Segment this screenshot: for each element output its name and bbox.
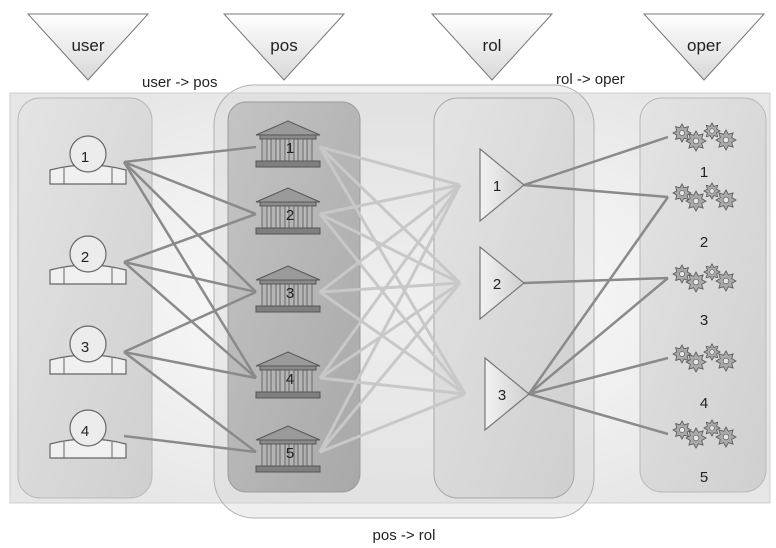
user-node: 4 bbox=[49, 409, 127, 459]
relation-user-pos-label: user -> pos bbox=[142, 74, 217, 91]
edge-pos-rol bbox=[318, 213, 467, 395]
edge-pos-rol bbox=[319, 183, 461, 216]
edge-pos-rol bbox=[319, 290, 466, 396]
header-rol: rol bbox=[430, 13, 554, 81]
nodes-layer: 1 2 3 4 1 2 3 4 5 1 2 3 1 2 3 4 5 bbox=[49, 120, 737, 486]
edge-rol-oper bbox=[528, 356, 669, 396]
edge-pos-rol bbox=[319, 183, 461, 294]
edge-rol-oper bbox=[528, 277, 669, 395]
edge-user-pos bbox=[123, 351, 257, 453]
edge-user-pos bbox=[123, 145, 257, 164]
user-node: 2 bbox=[49, 235, 127, 285]
operation-node-label: 1 bbox=[700, 164, 708, 181]
edge-user-pos bbox=[123, 260, 257, 294]
header-pos-label: pos bbox=[270, 36, 297, 55]
header-user: user bbox=[26, 13, 150, 81]
edge-pos-rol bbox=[318, 146, 467, 395]
header-oper-label: oper bbox=[687, 36, 721, 55]
oper-panel bbox=[639, 97, 767, 493]
position-node: 1 bbox=[255, 120, 321, 168]
edge-pos-rol bbox=[319, 376, 466, 396]
edge-user-pos bbox=[123, 160, 257, 216]
edge-user-pos bbox=[123, 212, 257, 264]
position-node-label: 5 bbox=[286, 445, 294, 462]
position-node-label: 4 bbox=[286, 371, 294, 388]
user-node-label: 4 bbox=[81, 423, 89, 440]
edge-rol-oper bbox=[523, 183, 669, 199]
edge-user-pos bbox=[123, 350, 257, 380]
operation-node-label: 5 bbox=[700, 469, 708, 486]
header-rol-label: rol bbox=[483, 36, 502, 55]
edge-pos-rol bbox=[319, 392, 466, 454]
edge-rol-oper bbox=[523, 135, 669, 187]
edge-rol-oper bbox=[528, 392, 669, 436]
user-node: 1 bbox=[49, 135, 127, 185]
edge-user-pos bbox=[123, 161, 257, 293]
role-node-label: 2 bbox=[493, 276, 501, 293]
edge-pos-rol bbox=[318, 184, 462, 379]
edge-pos-rol bbox=[319, 281, 461, 294]
user-panel bbox=[17, 97, 153, 499]
user-node-label: 2 bbox=[81, 249, 89, 266]
role-node: 2 bbox=[479, 245, 525, 321]
role-node: 1 bbox=[479, 147, 525, 223]
edge-pos-rol bbox=[318, 184, 462, 453]
relation-rol-oper-label: rol -> oper bbox=[556, 71, 625, 88]
role-node-label: 3 bbox=[498, 387, 506, 404]
edge-pos-rol bbox=[319, 281, 461, 380]
relation-pos-rol-label: pos -> rol bbox=[373, 527, 436, 544]
user-node-label: 3 bbox=[81, 339, 89, 356]
edge-rol-oper bbox=[523, 276, 669, 285]
edge-pos-rol bbox=[318, 282, 462, 453]
position-node-label: 2 bbox=[286, 207, 294, 224]
position-node: 5 bbox=[255, 425, 321, 473]
operation-node bbox=[672, 122, 737, 152]
operation-node bbox=[672, 182, 737, 212]
user-node-label: 1 bbox=[81, 149, 89, 166]
edges-layer bbox=[122, 135, 670, 454]
operation-node bbox=[672, 263, 737, 293]
header-pos: pos bbox=[222, 13, 346, 81]
position-node-label: 3 bbox=[286, 285, 294, 302]
header-oper: oper bbox=[642, 13, 766, 81]
operation-node-label: 4 bbox=[700, 395, 708, 412]
operation-node-label: 3 bbox=[700, 312, 708, 329]
edge-user-pos bbox=[122, 161, 258, 379]
edge-rol-oper bbox=[527, 196, 670, 395]
position-node: 3 bbox=[255, 265, 321, 313]
operation-node bbox=[672, 343, 737, 373]
edge-pos-rol bbox=[318, 145, 462, 285]
header-user-label: user bbox=[71, 36, 104, 55]
role-node-label: 1 bbox=[493, 178, 501, 195]
edge-pos-rol bbox=[319, 212, 461, 285]
edge-pos-rol bbox=[319, 145, 461, 187]
edge-user-pos bbox=[123, 290, 257, 354]
user-node: 3 bbox=[49, 325, 127, 375]
edge-user-pos bbox=[123, 434, 257, 454]
edge-user-pos bbox=[123, 261, 257, 379]
role-node: 3 bbox=[484, 356, 530, 432]
position-node: 4 bbox=[255, 351, 321, 399]
position-node: 2 bbox=[255, 187, 321, 235]
operation-node bbox=[672, 419, 737, 449]
position-node-label: 1 bbox=[286, 140, 294, 157]
operation-node-label: 2 bbox=[700, 234, 708, 251]
